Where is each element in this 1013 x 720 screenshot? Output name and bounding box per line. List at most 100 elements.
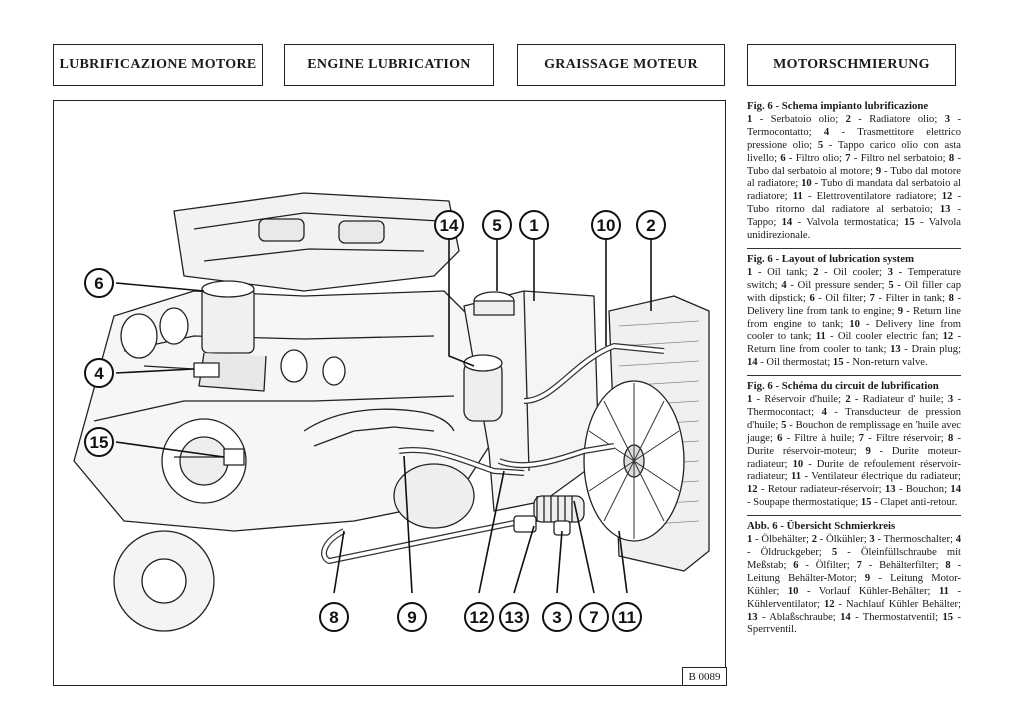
legend-item-number: 13 xyxy=(884,484,896,496)
callout-3: 3 xyxy=(542,602,572,632)
legend-title: Fig. 6 - Schéma du circuit de lubrificat… xyxy=(747,380,939,393)
legend-item-text: - Réservoir d'huile; xyxy=(752,394,846,406)
legend-item-number: 7 xyxy=(845,152,851,164)
legend-item-number: 15 xyxy=(904,217,915,229)
legend-item-number: 9 xyxy=(864,572,871,584)
legend-item-text: - Delivery line from cooler to tank; xyxy=(747,318,961,343)
legend-item-number: 1 xyxy=(747,113,753,125)
legend-item-text: - Temperature switch; xyxy=(747,266,961,291)
svg-text:5: 5 xyxy=(492,216,501,235)
callout-8: 8 xyxy=(319,602,349,632)
legend-item-text: - Filtre réservoir; xyxy=(864,432,948,444)
legend-item-text: - Trasmettitore elettrico pressione olio… xyxy=(747,126,961,151)
legend-item-text: - Ölfilter; xyxy=(798,559,857,571)
figure-code: B 0089 xyxy=(682,667,727,686)
legend-item-text: - Tubo dal motore al radiatore; xyxy=(747,165,961,190)
svg-text:10: 10 xyxy=(597,216,616,235)
svg-text:11: 11 xyxy=(618,608,636,627)
legend-item-number: 12 xyxy=(823,598,835,610)
legend-item-text: - Nachlauf Kühler Behälter; xyxy=(834,598,962,610)
legend-item-number: 9 xyxy=(875,165,882,177)
legend-item-number: 4 xyxy=(955,534,962,546)
legend-item-text: - Termocontatto; xyxy=(747,113,961,138)
legend-item-text: - Leitung Behälter-Motor; xyxy=(747,559,962,584)
legend-item-text: - Return line from cooler to tank; xyxy=(747,331,961,356)
legend-item-text: - Soupape thermostatique; xyxy=(747,497,861,509)
legend-item-number: 4 xyxy=(823,126,830,138)
legend-item-number: 13 xyxy=(747,611,758,623)
legend-item-text: - Oil pressure sender; xyxy=(786,279,889,291)
legend-section-it: Fig. 6 - Schema impianto lubrificazione … xyxy=(747,100,961,243)
legend-item-text: - Filter in tank; xyxy=(874,292,949,304)
legend-item-text: - Oil tank; xyxy=(752,266,814,278)
svg-text:4: 4 xyxy=(94,364,104,383)
legend-item-number: 12 xyxy=(942,331,954,343)
legend-column: Fig. 6 - Schema impianto lubrificazione … xyxy=(747,100,961,637)
legend-item-number: 10 xyxy=(801,178,812,190)
legend-item-text: - Durite moteur-radiateur; xyxy=(747,445,961,470)
svg-text:1: 1 xyxy=(529,216,538,235)
header-italian: LUBRIFICAZIONE MOTORE xyxy=(53,44,263,86)
legend-item-number: 6 xyxy=(777,432,783,444)
legend-item-number: 8 xyxy=(948,152,955,164)
legend-item-text: - Delivery line from tank to engine; xyxy=(747,292,961,317)
legend-item-number: 8 xyxy=(947,432,954,444)
callout-2: 2 xyxy=(636,210,666,240)
legend-item-number: 14 xyxy=(840,611,851,623)
legend-item-text: - Oil cooler electric fan; xyxy=(825,331,943,343)
legend-item-text: - Serbatoio olio; xyxy=(752,113,846,125)
legend-item-text: - Ölbehälter; xyxy=(752,534,812,546)
legend-section-fr: Fig. 6 - Schéma du circuit de lubrificat… xyxy=(747,380,961,510)
legend-item-number: 2 xyxy=(845,394,851,406)
legend-item-text: - Durite de refoulement réservoir-radiat… xyxy=(747,458,962,483)
legend-item-text: - Filtro olio; xyxy=(785,152,846,164)
legend-item-text: - Thermostatventil; xyxy=(850,611,943,623)
legend-item-number: 7 xyxy=(856,559,862,571)
svg-text:9: 9 xyxy=(407,608,416,627)
legend-item-number: 8 xyxy=(945,559,951,571)
legend-item-number: 5 xyxy=(831,547,838,558)
legend-item-number: 5 xyxy=(888,279,894,291)
legend-item-text: - Oil filter; xyxy=(814,292,870,304)
legend-item-number: 1 xyxy=(747,394,753,406)
legend-divider xyxy=(747,515,961,517)
legend-item-number: 3 xyxy=(887,266,893,278)
legend-item-number: 3 xyxy=(869,534,875,546)
legend-item-text: - Öldruckgeber; xyxy=(747,547,832,558)
header-english: ENGINE LUBRICATION xyxy=(284,44,494,86)
legend-item-text: - Return line from engine to tank; xyxy=(747,305,961,330)
legend-section-en: Fig. 6 - Layout of lubrication system 1 … xyxy=(747,253,961,370)
callout-9: 9 xyxy=(397,602,427,632)
engine-illustration: 14 5 1 10 2 6 4 15 8 9 12 13 3 7 11 xyxy=(73,192,710,632)
svg-text:6: 6 xyxy=(94,274,103,293)
legend-item-number: 3 xyxy=(947,394,954,406)
legend-item-text: - Radiatore olio; xyxy=(850,113,945,125)
legend-item-text: - Durite réservoir-moteur; xyxy=(747,432,961,457)
callout-11: 11 xyxy=(612,602,642,632)
legend-item-number: 15 xyxy=(860,497,872,509)
callout-4: 4 xyxy=(84,358,114,388)
svg-text:8: 8 xyxy=(329,608,338,627)
svg-text:3: 3 xyxy=(552,608,561,627)
legend-item-text: - Non-return valve. xyxy=(843,357,928,369)
legend-item-number: 15 xyxy=(832,357,844,369)
callout-13: 13 xyxy=(499,602,529,632)
legend-item-number: 5 xyxy=(817,139,824,151)
legend-section-de: Abb. 6 - Übersicht Schmierkreis 1 - Ölbe… xyxy=(747,520,961,637)
legend-item-text: - Tubo dal serbatoio al motore; xyxy=(747,152,961,177)
legend-item-number: 2 xyxy=(813,266,819,278)
legend-item-text: - Vorlauf Kühler-Behälter; xyxy=(798,585,939,597)
legend-item-text: - Behälterfilter; xyxy=(861,559,946,571)
callout-15: 15 xyxy=(84,427,114,457)
legend-item-text: - Kühlerventilator; xyxy=(747,585,961,610)
svg-text:14: 14 xyxy=(440,216,459,235)
legend-item-text: - Transducteur de pression d'huile; xyxy=(747,406,961,431)
legend-item-text: - Valvola termostatica; xyxy=(792,217,905,229)
legend-item-text: - Radiateur d' huile; xyxy=(850,394,948,406)
svg-text:13: 13 xyxy=(505,608,524,627)
legend-item-text: - Ablaßschraube; xyxy=(757,611,841,623)
legend-item-text: - Öleinfüllschraube mit Meßstab; xyxy=(747,547,961,571)
legend-item-number: 11 xyxy=(938,585,949,597)
legend-title: Abb. 6 - Übersicht Schmierkreis xyxy=(747,520,896,533)
callout-5: 5 xyxy=(482,210,512,240)
